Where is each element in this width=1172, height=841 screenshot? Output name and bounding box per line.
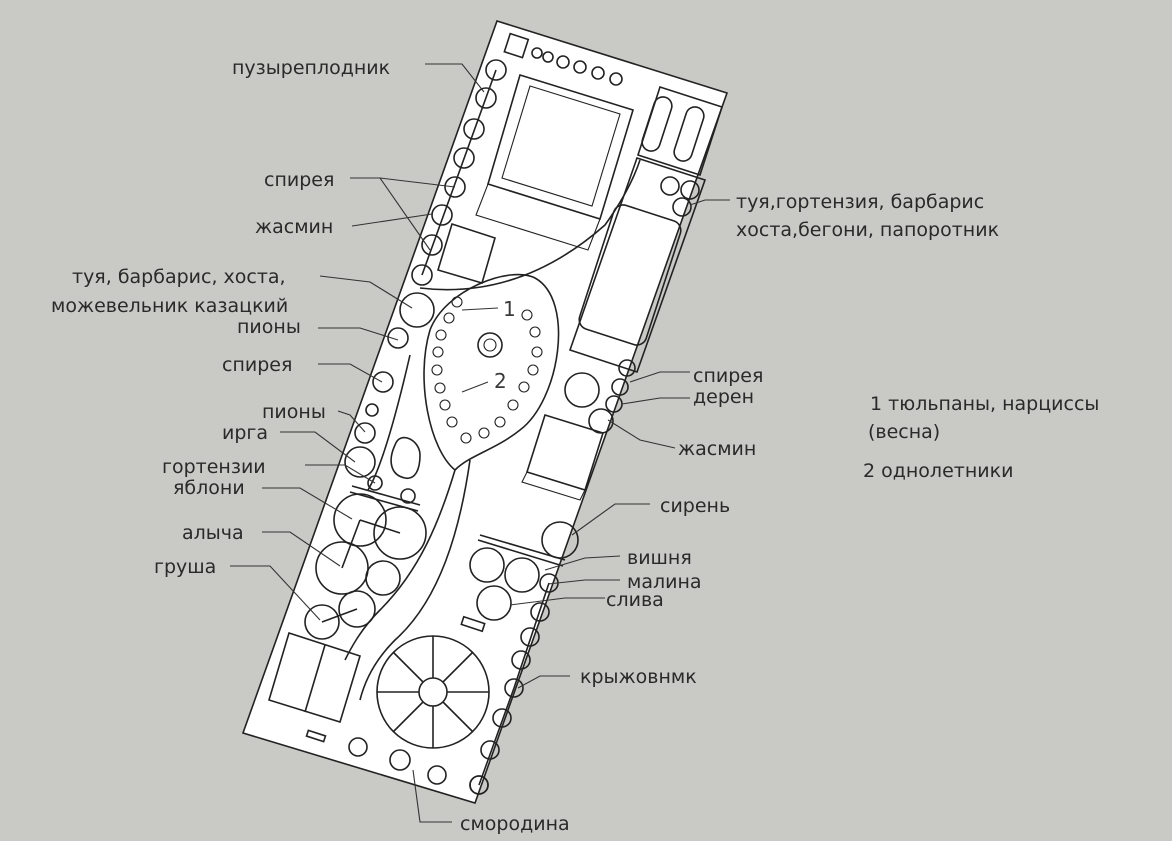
label-gortenzii: гортензии xyxy=(162,456,266,478)
plot-outline xyxy=(241,20,729,804)
right-shrubs xyxy=(541,176,700,559)
flowerbed-center xyxy=(477,332,503,358)
left-shrub-column xyxy=(344,59,507,504)
small-shrub-row xyxy=(531,47,623,86)
marker-1: 1 xyxy=(503,297,516,321)
label-malina: малина xyxy=(627,571,702,593)
leader-lines-right xyxy=(412,199,730,823)
label-kryzhovnik: крыжовнмк xyxy=(580,666,697,688)
label-tuya-list-2: можевельник казацкий xyxy=(51,295,288,317)
legend-item2: 2 однолетники xyxy=(863,460,1013,482)
label-sliva: слива xyxy=(606,589,664,611)
label-spireya-2: спирея xyxy=(222,354,292,376)
pond xyxy=(390,436,421,479)
flowerbed-plants xyxy=(431,296,543,444)
label-puzyreplodnik: пузыреплодник xyxy=(232,57,390,79)
label-spireya-3: спирея xyxy=(693,365,763,387)
gazebo xyxy=(376,635,490,749)
label-tuya-right-1: туя,гортензия, барбарис xyxy=(736,191,984,213)
right-fruit-trees xyxy=(460,534,566,795)
label-vishnya: вишня xyxy=(627,547,692,569)
legend-item1-line2: (весна) xyxy=(868,421,940,443)
label-zhasmin-2: жасмин xyxy=(678,438,756,460)
label-yabloni: яблони xyxy=(173,477,245,499)
label-zhasmin-1: жасмин xyxy=(255,216,333,238)
label-alycha: алыча xyxy=(182,522,244,544)
right-long-bed xyxy=(568,156,707,374)
legend-item1-line1: 1 тюльпаны, нарциссы xyxy=(870,393,1099,415)
round-feature xyxy=(564,372,600,408)
label-grusha: груша xyxy=(154,556,216,578)
label-smorodina: смородина xyxy=(460,813,570,835)
label-deren: дерен xyxy=(693,386,754,408)
lawn-arc xyxy=(419,159,641,291)
leader-lines-left xyxy=(230,63,485,621)
label-tuya-right-2: хоста,бегони, папоротник xyxy=(736,219,999,241)
label-siren: сирень xyxy=(660,495,730,517)
central-flowerbed xyxy=(423,273,560,472)
garden-path xyxy=(344,469,456,661)
left-fruit-trees xyxy=(304,493,427,640)
marker-2: 2 xyxy=(494,369,507,393)
bottom-left-box xyxy=(268,631,361,724)
label-spireya-1: спирея xyxy=(264,169,334,191)
label-irga: ирга xyxy=(222,422,268,444)
small-square xyxy=(503,32,530,59)
label-tuya-list-1: туя, барбарис, хоста, xyxy=(72,266,286,288)
label-piony-2: пионы xyxy=(262,401,326,423)
label-piony-1: пионы xyxy=(237,316,301,338)
currant-row xyxy=(348,737,489,795)
